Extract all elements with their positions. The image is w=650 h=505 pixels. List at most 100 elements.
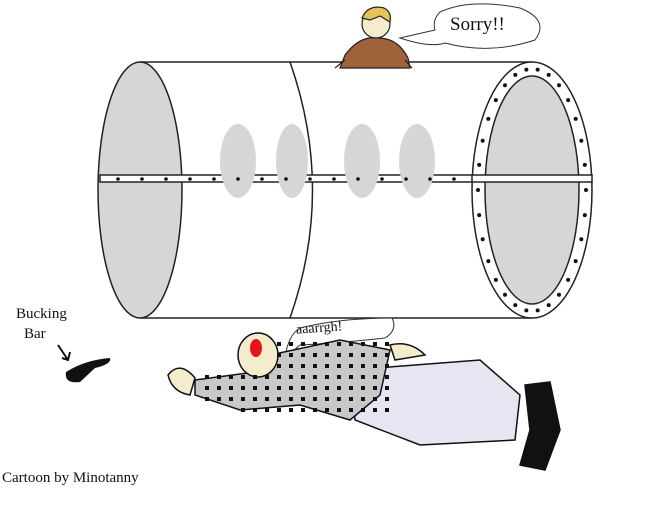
rivet	[582, 213, 587, 218]
shirt-square	[289, 408, 293, 412]
shirt-square	[277, 397, 281, 401]
rivet	[579, 138, 584, 143]
shirt-square	[325, 397, 329, 401]
shirt-square	[361, 342, 365, 346]
shirt-square	[337, 375, 341, 379]
shirt-square	[241, 397, 245, 401]
shirt-square	[277, 353, 281, 357]
shirt-square	[337, 408, 341, 412]
bucking-bar-arrow	[57, 344, 71, 362]
rivet	[486, 259, 491, 264]
rivet	[332, 177, 336, 181]
shirt-square	[301, 386, 305, 390]
shirt-square	[217, 375, 221, 379]
shirt-square	[301, 397, 305, 401]
shirt-square	[385, 375, 389, 379]
rivet	[212, 177, 216, 181]
rivet	[535, 67, 540, 72]
rivet	[573, 116, 578, 121]
rivet	[164, 177, 168, 181]
rivet	[356, 177, 360, 181]
shirt-square	[373, 364, 377, 368]
shirt-square	[277, 375, 281, 379]
shirt-square	[205, 397, 209, 401]
shirt-square	[349, 386, 353, 390]
shirt-square	[217, 397, 221, 401]
shirt-square	[361, 375, 365, 379]
shirt-square	[289, 353, 293, 357]
shirt-square	[277, 408, 281, 412]
shirt-square	[229, 397, 233, 401]
shirt-square	[337, 342, 341, 346]
rivet	[428, 177, 432, 181]
rivet	[579, 237, 584, 242]
shirt-square	[301, 408, 305, 412]
shirt-square	[373, 408, 377, 412]
rivet	[503, 83, 507, 88]
shirt-square	[313, 397, 317, 401]
rivet	[284, 177, 288, 181]
shirt-pattern	[205, 342, 389, 412]
boy-figure	[334, 6, 413, 69]
shirt-square	[337, 353, 341, 357]
rivet	[116, 177, 120, 181]
rivet	[566, 98, 571, 103]
rivet	[513, 303, 518, 308]
shirt-square	[265, 408, 269, 412]
shirt-square	[337, 364, 341, 368]
shirt-square	[373, 397, 377, 401]
shirt-square	[325, 386, 329, 390]
shirt-square	[373, 386, 377, 390]
rivet	[477, 213, 482, 218]
shirt-square	[361, 364, 365, 368]
rivet	[584, 188, 588, 192]
shirt-square	[361, 353, 365, 357]
rivet	[566, 277, 571, 282]
bucking-bar	[65, 358, 111, 383]
shirt-square	[349, 408, 353, 412]
shirt-square	[229, 375, 233, 379]
shirt-square	[349, 342, 353, 346]
shirt-square	[289, 386, 293, 390]
shirt-square	[229, 386, 233, 390]
shirt-square	[349, 353, 353, 357]
rivet	[557, 83, 561, 88]
shirt-square	[385, 397, 389, 401]
shirt-square	[301, 364, 305, 368]
shirt-square	[385, 408, 389, 412]
rivet	[140, 177, 144, 181]
shirt-square	[301, 375, 305, 379]
rivet	[404, 177, 408, 181]
rivet	[546, 72, 551, 77]
rivet	[380, 177, 384, 181]
shirt-square	[385, 386, 389, 390]
shirt-square	[385, 353, 389, 357]
rivet	[452, 177, 456, 181]
shirt-square	[277, 364, 281, 368]
shirt-square	[301, 353, 305, 357]
rivet	[503, 292, 507, 297]
boy-speech-text: Sorry!!	[450, 14, 505, 35]
rivet	[513, 72, 518, 77]
shirt-square	[253, 408, 257, 412]
shirt-square	[325, 364, 329, 368]
windows	[220, 124, 435, 198]
shirt-square	[241, 408, 245, 412]
shirt-square	[253, 386, 257, 390]
shirt-square	[349, 364, 353, 368]
shirt-square	[289, 397, 293, 401]
shirt-square	[385, 364, 389, 368]
shirt-square	[289, 375, 293, 379]
shirt-square	[301, 342, 305, 346]
man-speech-text: aaarrgh!	[295, 319, 343, 338]
rivet	[546, 303, 551, 308]
rivet	[535, 308, 540, 313]
shirt-square	[313, 386, 317, 390]
rivet	[582, 162, 587, 167]
boy-speech-bubble	[398, 3, 541, 49]
shirt-square	[349, 397, 353, 401]
rivet	[486, 116, 491, 121]
shirt-square	[253, 397, 257, 401]
shirt-square	[265, 386, 269, 390]
